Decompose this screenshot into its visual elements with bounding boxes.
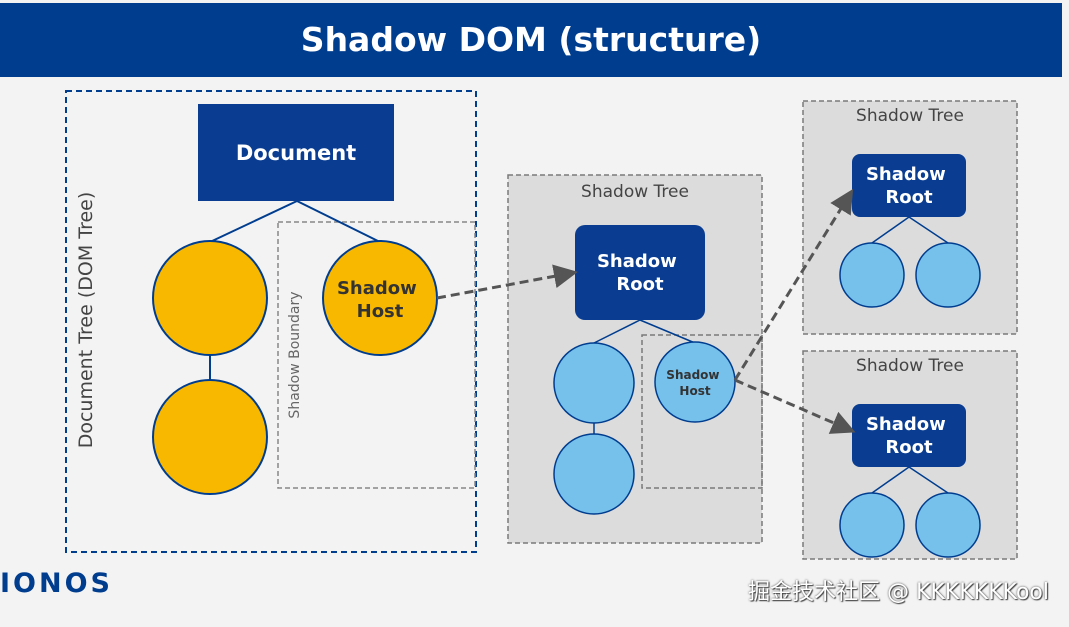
document-node-label: Document	[236, 141, 356, 165]
shadow-tree-bottom-right-label: Shadow Tree	[856, 356, 964, 376]
shadow-root-bottom-right-label: Shadow Root	[866, 414, 952, 458]
top-right-child-left	[839, 242, 905, 308]
arrow-nested-host-to-bottom-root	[734, 378, 856, 434]
edge-bottom-root-right	[908, 466, 949, 494]
nested-shadow-host-line1: Shadow	[666, 368, 719, 382]
bottom-right-child-left	[839, 492, 905, 558]
shadow-root-top-right-label: Shadow Root	[866, 164, 952, 208]
shadow-root-bottom-right-line2: Root	[885, 437, 933, 458]
edge-top-root-left	[871, 216, 910, 244]
shadow-tree-middle-label: Shadow Tree	[581, 182, 689, 202]
shadow-host-label-line1: Shadow	[337, 278, 417, 299]
shadow-root-middle	[575, 225, 705, 320]
shadow-grandchild-node	[553, 433, 635, 515]
shadow-root-bottom-right-line1: Shadow	[866, 414, 946, 435]
shadow-tree-top-right-label: Shadow Tree	[856, 106, 964, 126]
page-title: Shadow DOM (structure)	[0, 3, 1062, 77]
edge-document-left	[209, 200, 298, 243]
inner-shadow-boundary-box	[641, 334, 763, 489]
shadow-root-middle-line1: Shadow	[597, 251, 677, 272]
document-child-node	[152, 240, 268, 356]
shadow-host-label: Shadow Host	[337, 278, 423, 322]
nested-shadow-host-line2: Host	[679, 384, 710, 398]
bottom-right-child-right	[915, 492, 981, 558]
shadow-root-middle-label: Shadow Root	[597, 251, 683, 295]
document-tree-boundary	[65, 90, 477, 553]
shadow-boundary-box	[277, 221, 476, 489]
top-right-child-right	[915, 242, 981, 308]
shadow-root-top-right-line2: Root	[885, 187, 933, 208]
edge-top-root-right	[908, 216, 949, 244]
shadow-boundary-label: Shadow Boundary	[287, 291, 303, 418]
arrow-host-to-root	[436, 264, 578, 300]
document-grandchild-node	[152, 379, 268, 495]
shadow-root-top-right	[852, 154, 966, 217]
edge-document-host	[296, 200, 381, 243]
nested-shadow-host-label: Shadow Host	[666, 368, 723, 398]
document-node	[198, 104, 394, 201]
edge-root-host	[639, 319, 696, 344]
shadow-child-node	[553, 342, 635, 424]
shadow-root-bottom-right	[852, 404, 966, 467]
document-tree-label: Document Tree (DOM Tree)	[75, 192, 97, 449]
shadow-host-label-line2: Host	[357, 301, 404, 322]
shadow-root-top-right-line1: Shadow	[866, 164, 946, 185]
edge-root-left	[593, 319, 641, 344]
shadow-root-middle-line2: Root	[616, 274, 664, 295]
ionos-logo: IONOS	[0, 568, 113, 599]
watermark-credit: 掘金技术社区 @ KKKKKKKool	[748, 580, 1049, 605]
nested-shadow-host-node	[654, 341, 736, 423]
arrow-nested-host-to-top-root	[733, 188, 854, 381]
edge-bottom-root-left	[871, 466, 910, 494]
